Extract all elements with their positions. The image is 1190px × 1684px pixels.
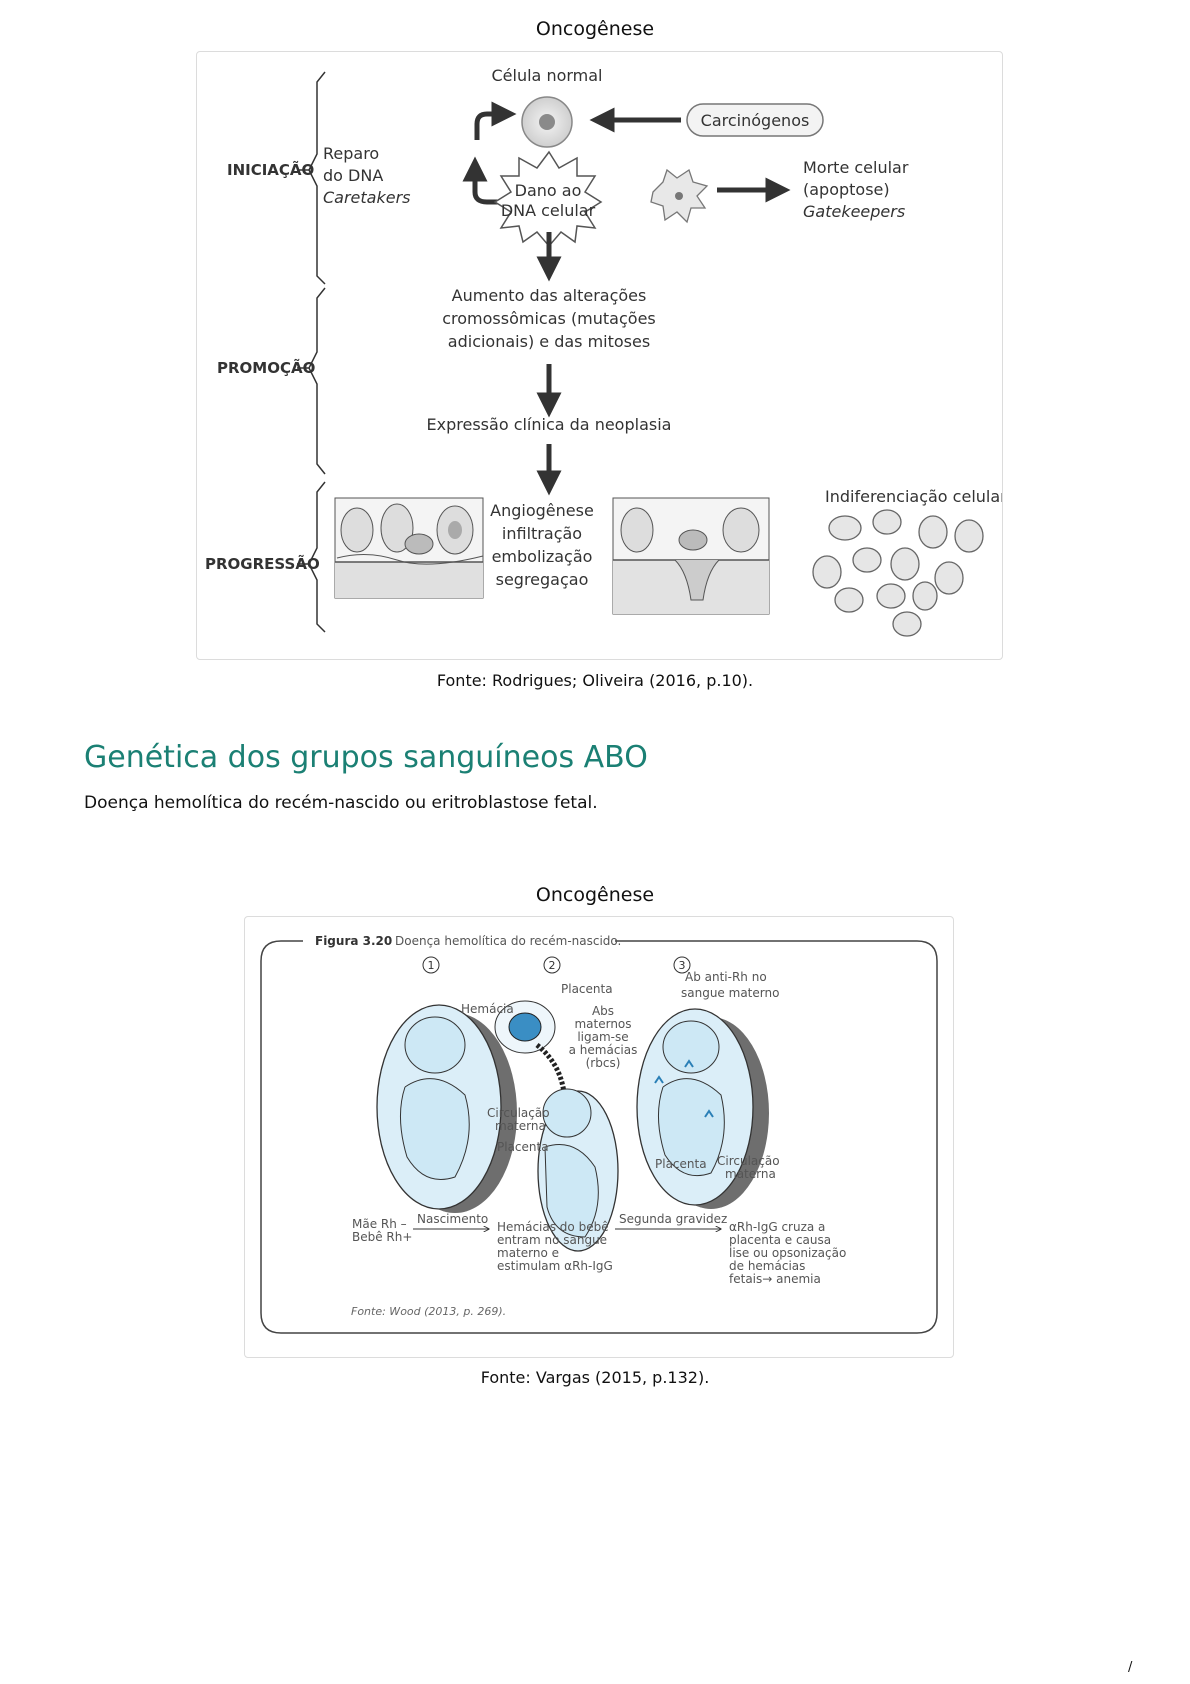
hemacias-line4: estimulam αRh-IgG [497,1259,613,1273]
hemacias-line1: Hemácias do bebê [497,1220,609,1234]
figure2-title: Oncogênese [535,884,655,906]
ab-anti-line2: sangue materno [681,986,779,1000]
page-number: / [1128,1660,1133,1675]
arh-line2: placenta e causa [729,1233,831,1247]
figure1-oncogenesis-diagram: INICIAÇÃO PROMOÇÃO PROGRESSÃO Célula nor… [196,51,1003,660]
repair-line2: do DNA [323,166,383,185]
increase-line3: adicionais) e das mitoses [448,332,650,351]
step-2: 2 [549,959,556,972]
death-line2: (apoptose) [803,180,890,199]
death-line1: Morte celular [803,158,909,177]
hemacia-label: Hemácia [461,1002,514,1016]
step-1: 1 [428,959,435,972]
carcinogens-label: Carcinógenos [701,111,810,130]
step-3: 3 [679,959,686,972]
abs-line1: Abs [592,1004,614,1018]
figure-label-bold: Figura 3.20 [315,934,392,948]
hemacias-line2: entram no sangue [497,1233,607,1247]
angio-line1: Angiogênese [490,501,594,520]
stage-iniciacao: INICIAÇÃO [227,160,314,179]
angio-line2: infiltração [502,524,582,543]
mae-line1: Mãe Rh – [352,1217,407,1231]
fetus-3-icon [636,1008,769,1209]
increase-line2: cromossômicas (mutações [442,309,656,328]
undiff-label: Indiferenciação celular [825,487,1002,506]
tissue-illustration-right [612,497,770,615]
undifferentiated-cells-icon [812,509,984,637]
placenta-left-label: Placenta [497,1140,549,1154]
abs-line5: (rbcs) [586,1056,621,1070]
increase-line1: Aumento das alterações [452,286,647,305]
stage-progressao: PROGRESSÃO [205,554,320,573]
fetus-1-icon [376,1004,517,1213]
fonte-inner: Fonte: Wood (2013, p. 269). [351,1305,506,1318]
repair-line1: Reparo [323,144,379,163]
figure-label-text: Doença hemolítica do recém-nascido. [395,934,621,948]
nascimento-label: Nascimento [417,1212,488,1226]
stage-promocao: PROMOÇÃO [217,358,315,377]
figure1-svg: INICIAÇÃO PROMOÇÃO PROGRESSÃO Célula nor… [205,66,1002,637]
figure2-caption: Fonte: Vargas (2015, p.132). [480,1368,710,1387]
circ-left-line2: materna [495,1119,546,1133]
tissue-illustration-left [334,497,484,599]
angio-line3: embolização [492,547,593,566]
arh-line4: de hemácias [729,1259,805,1273]
arh-line1: αRh-IgG cruza a [729,1220,825,1234]
inner-frame [260,940,938,1334]
arh-line5: fetais→ anemia [729,1272,821,1286]
abs-line3: ligam-se [577,1030,628,1044]
figure2-hdn-diagram: Figura 3.20 Doença hemolítica do recém-n… [244,916,954,1358]
mae-line2: Bebê Rh+ [352,1230,412,1244]
arrow-repair-up [462,156,488,205]
damage-line1: Dano ao [515,181,582,200]
angio-line4: segregaçao [496,570,589,589]
normal-cell-label: Célula normal [492,66,603,85]
hemacias-line3: materno e [497,1246,559,1260]
section-subtitle: Doença hemolítica do recém-nascido ou er… [84,793,598,813]
figure1-title: Oncogênese [535,18,655,40]
damage-line2: DNA celular [501,201,596,220]
death-line3: Gatekeepers [803,202,905,221]
figure2-svg: Figura 3.20 Doença hemolítica do recém-n… [260,934,938,1334]
repair-line3: Caretakers [323,188,411,207]
ab-anti-line1: Ab anti-Rh no [685,970,767,984]
abs-line4: a hemácias [569,1043,638,1057]
carcinogens-box [686,103,824,137]
segunda-label: Segunda gravidez [619,1212,727,1226]
placenta-right-label: Placenta [655,1157,707,1171]
fetus-2-icon [537,1088,619,1252]
figure1-caption: Fonte: Rodrigues; Oliveira (2016, p.10). [436,671,754,690]
arh-line3: lise ou opsonização [729,1246,846,1260]
circ-right-line2: materna [725,1167,776,1181]
circ-left-line1: Circulação [487,1106,550,1120]
section-heading: Genética dos grupos sanguíneos ABO [84,740,648,775]
placenta-top-label: Placenta [561,982,613,996]
abs-line2: maternos [574,1017,631,1031]
circ-right-line1: Circulação [717,1154,780,1168]
expression-label: Expressão clínica da neoplasia [427,415,672,434]
brace-promocao [308,287,326,475]
